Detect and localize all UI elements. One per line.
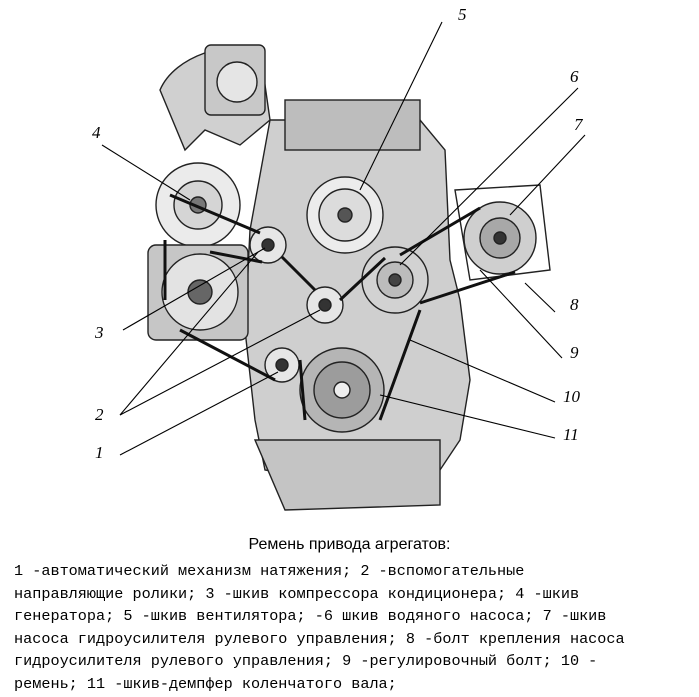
callout-2: 2 <box>95 405 104 424</box>
caption-line: гидроусилителя рулевого управления; 9 -р… <box>14 652 598 671</box>
caption-title: Ремень привода агрегатов: <box>248 536 451 553</box>
callout-7: 7 <box>574 115 584 134</box>
callout-11: 11 <box>563 425 579 444</box>
caption-line: направляющие ролики; 3 -шкив компрессора… <box>14 584 580 603</box>
callout-10: 10 <box>563 387 581 406</box>
engine-belt-diagram: 1 2 3 4 5 6 7 8 9 10 11 <box>92 5 586 511</box>
leader-lines <box>101 21 586 456</box>
callout-8: 8 <box>570 295 579 314</box>
callout-6: 6 <box>570 67 579 86</box>
caption-line: 1 -автоматический механизм натяжения; 2 … <box>14 562 525 580</box>
callout-3: 3 <box>94 323 104 342</box>
callout-numbers: 1 2 3 4 5 6 7 8 9 10 11 <box>92 5 584 462</box>
caption-line: генератора; 5 -шкив вентилятора; -6 шкив… <box>14 607 607 626</box>
engine-illustration <box>147 44 551 511</box>
callout-9: 9 <box>570 343 579 362</box>
callout-4: 4 <box>92 123 101 142</box>
callout-1: 1 <box>95 443 104 462</box>
caption-line: ремень; 11 -шкив-демпфер коленчатого вал… <box>14 674 397 693</box>
caption-body: 1 -автоматический механизм натяжения; 2 … <box>14 560 686 696</box>
callout-5: 5 <box>458 5 467 24</box>
caption-line: насоса гидроусилителя рулевого управлени… <box>14 629 625 648</box>
